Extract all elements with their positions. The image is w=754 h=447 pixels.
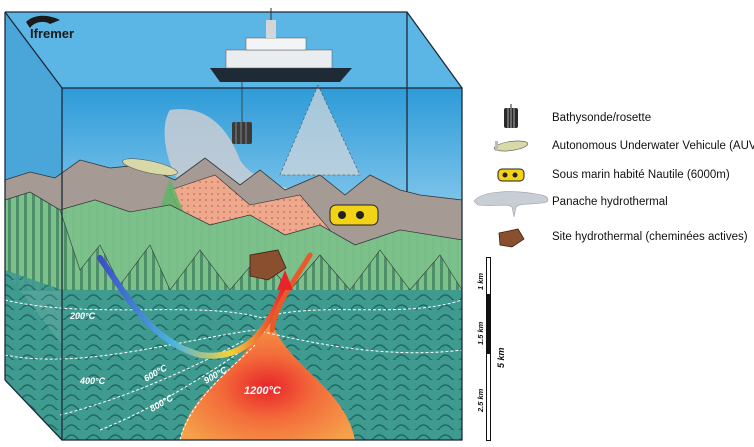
scale-label-middle: 1.5 km	[476, 321, 485, 345]
rosette-instrument	[232, 122, 252, 144]
legend-label: Autonomous Underwater Vehicule (AUV)	[552, 140, 754, 152]
ifremer-logo: Ifremer	[26, 15, 74, 41]
scale-label-top: 1 km	[476, 272, 485, 290]
magma-chamber	[180, 322, 355, 440]
bathysonde-rosette-icon	[472, 103, 550, 133]
legend-item-nautile: Sous marin habité Nautile (6000m)	[472, 160, 730, 190]
scale-segment-top	[486, 257, 491, 295]
scale-segment-middle	[486, 295, 491, 353]
camera-beam	[279, 84, 361, 176]
scale-segment-bottom	[486, 353, 491, 441]
hydrothermal-site	[249, 249, 287, 281]
cube-front-edges	[4, 12, 463, 441]
svg-text:Ifremer: Ifremer	[30, 26, 74, 41]
isotherm-1200: 1200°C	[244, 385, 282, 397]
legend-label: Site hydrothermal (cheminées actives)	[552, 231, 748, 243]
legend-label: Bathysonde/rosette	[552, 112, 652, 124]
research-ship	[210, 8, 352, 122]
hydrothermal-site-icon	[472, 222, 550, 252]
legend-item-auv: Autonomous Underwater Vehicule (AUV)	[472, 131, 754, 161]
legend-item-rosette: Bathysonde/rosette	[472, 103, 651, 133]
legend-item-site: Site hydrothermal (cheminées actives)	[472, 222, 748, 252]
scale-label-total: 5 km	[496, 347, 506, 368]
depth-scale-bar	[486, 257, 491, 441]
isotherm-200: 200°C	[69, 311, 96, 321]
legend-item-plume: Panache hydrothermal	[472, 187, 668, 217]
isotherm-400: 400°C	[79, 376, 106, 386]
legend-label: Panache hydrothermal	[552, 196, 668, 208]
legend-label: Sous marin habité Nautile (6000m)	[552, 169, 730, 181]
fluid-circulation	[97, 252, 313, 359]
auv-vehicle	[122, 158, 178, 176]
isotherms	[4, 299, 463, 441]
nautile-submarine-icon	[472, 160, 550, 190]
hydrothermal-plume-icon	[472, 187, 550, 217]
nautile-submarine	[329, 204, 379, 226]
scale-label-bottom: 2.5 km	[476, 388, 485, 412]
auv-icon	[472, 131, 550, 161]
